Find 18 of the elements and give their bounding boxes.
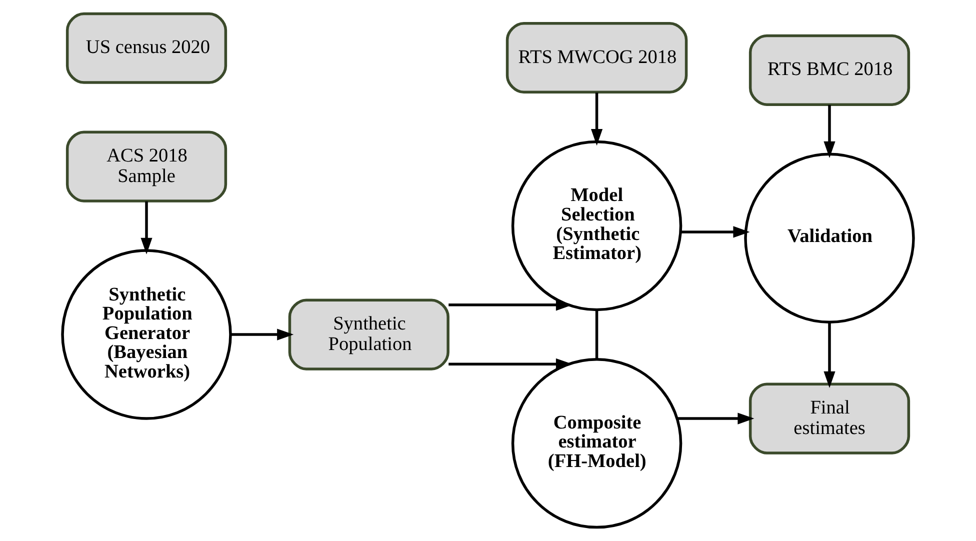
node-box: Synthetic Population xyxy=(288,298,450,370)
arrow xyxy=(448,358,572,370)
arrow xyxy=(590,92,603,146)
arrow xyxy=(824,322,836,388)
node-circle: Synthetic Population Generator (Bayesian Networks) xyxy=(61,249,232,420)
connector xyxy=(595,310,598,360)
arrow xyxy=(678,412,754,424)
node-box: RTS BMC 2018 xyxy=(748,34,910,106)
node-box: ACS 2018 Sample xyxy=(66,130,228,202)
node-box: Final estimates xyxy=(748,382,910,454)
arrow xyxy=(824,104,836,158)
arrow xyxy=(680,226,750,238)
arrow xyxy=(140,201,152,254)
node-box: US census 2020 xyxy=(66,12,228,84)
node-circle: Validation xyxy=(744,152,915,324)
node-box: RTS MWCOG 2018 xyxy=(506,22,688,94)
arrow xyxy=(448,299,572,311)
arrow xyxy=(230,328,294,340)
